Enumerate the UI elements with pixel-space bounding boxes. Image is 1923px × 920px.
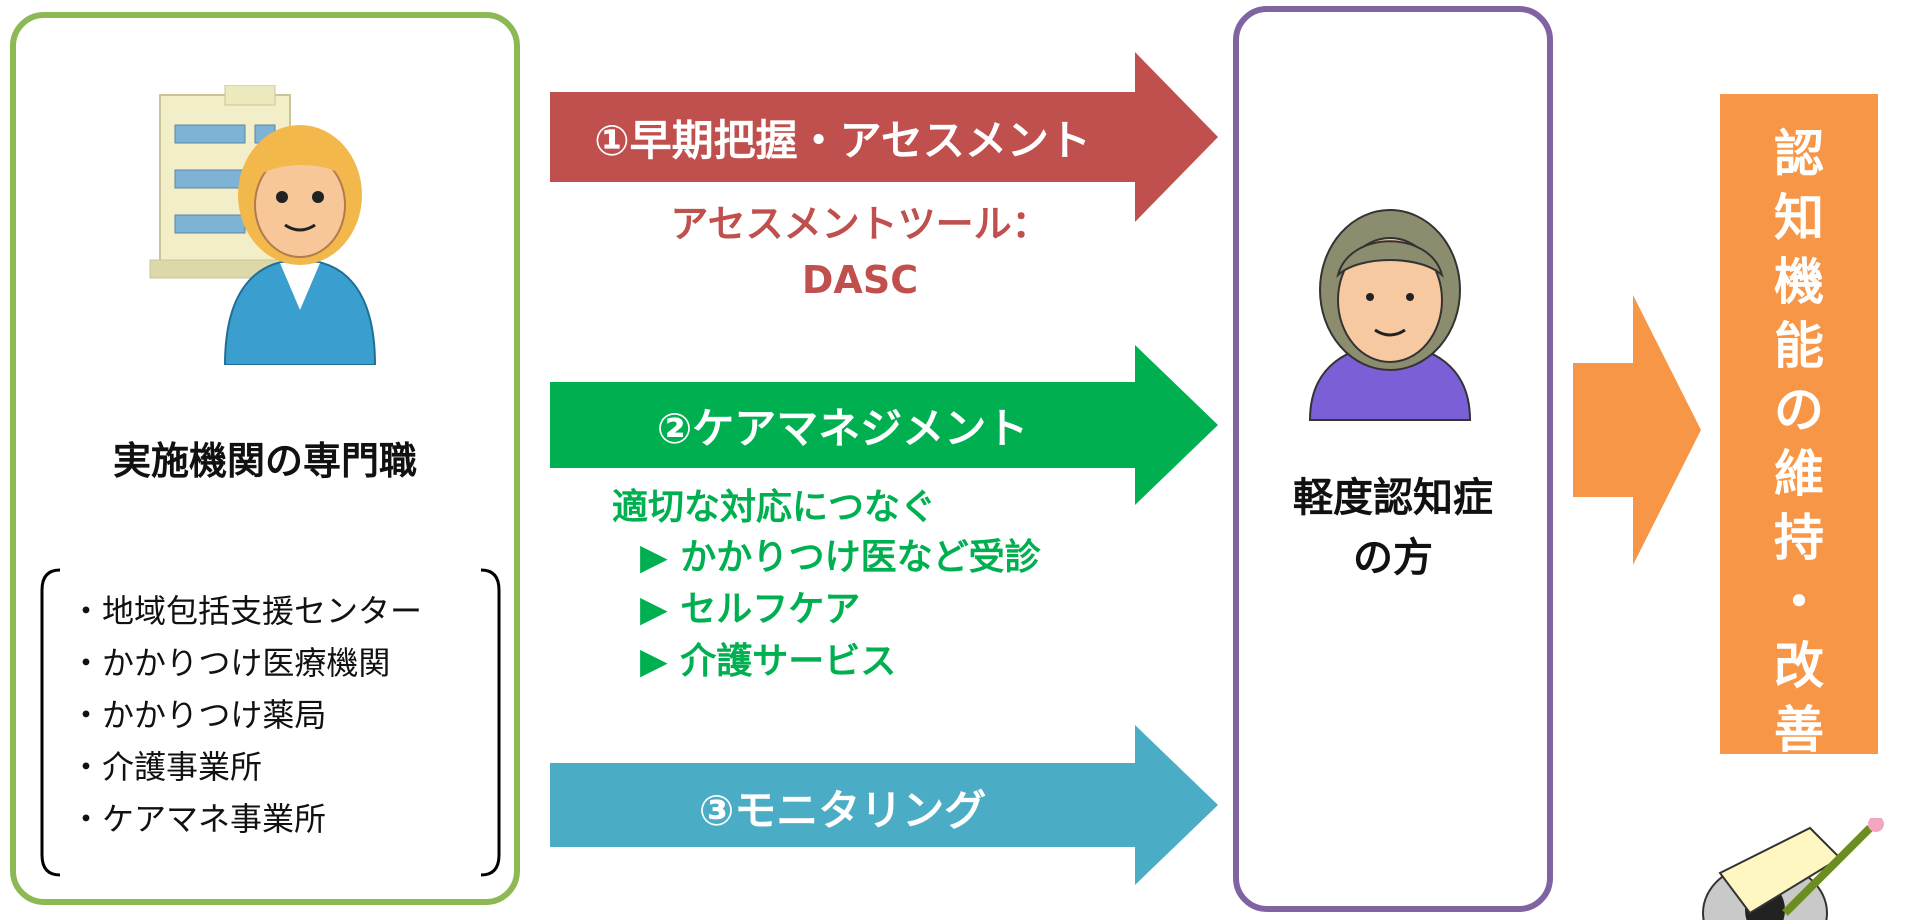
professional-title: 実施機関の専門職 [112, 439, 417, 483]
list-item: ・ケアマネ事業所 [70, 800, 327, 838]
patient-label-line1: 軽度認知症 [1293, 475, 1493, 521]
assessment-tool-line2: DASC [801, 258, 919, 302]
result-char: 維 [1774, 445, 1824, 503]
assessment-tool-text: アセスメントツール： DASC [560, 196, 1160, 308]
result-char: 改 [1774, 637, 1824, 695]
result-char: 能 [1774, 317, 1824, 375]
koala-mascot-icon [1702, 818, 1884, 920]
assessment-arrow-label: ①早期把握・アセスメント [594, 116, 1091, 165]
result-char: 持 [1774, 509, 1824, 567]
care-detail-heading: 適切な対応につなぐ [612, 487, 937, 528]
list-item: ・かかりつけ医療機関 [70, 644, 391, 682]
result-box: 認 知 機 能 の 維 持 ・ 改 善 [1720, 94, 1878, 759]
care-detail-item: ▶ 介護サービス [640, 641, 897, 682]
elderly-person-icon [1308, 209, 1472, 421]
patient-panel [1233, 6, 1553, 912]
assessment-tool-line1: アセスメントツール： [670, 202, 1050, 246]
care-management-arrow [550, 345, 1218, 505]
care-detail-list: ▶ かかりつけ医など受診 ▶ セルフケア ▶ 介護サービス [640, 532, 1041, 688]
care-management-arrow-label: ②ケアマネジメント [656, 404, 1029, 453]
institution-list: ・地域包括支援センター ・かかりつけ医療機関 ・かかりつけ薬局 ・介護事業所 ・… [70, 585, 490, 845]
list-bracket [40, 568, 501, 877]
list-item: ・介護事業所 [70, 748, 263, 786]
monitoring-arrow-label: ③モニタリング [698, 786, 987, 835]
list-item: ・地域包括支援センター [70, 592, 423, 630]
staff-person-icon [223, 125, 377, 365]
care-detail-item: ▶ かかりつけ医など受診 [640, 537, 1041, 578]
care-detail-item: ▶ セルフケア [640, 589, 861, 630]
result-char: ・ [1774, 573, 1824, 631]
assessment-arrow [550, 52, 1218, 222]
list-item: ・かかりつけ薬局 [70, 696, 327, 734]
patient-label: 軽度認知症 の方 [1233, 468, 1553, 588]
result-char: の [1774, 381, 1824, 439]
result-text: 認 知 機 能 の 維 持 ・ 改 善 [1720, 94, 1878, 762]
monitoring-arrow [550, 725, 1218, 885]
result-char: 知 [1774, 189, 1824, 247]
result-char: 認 [1774, 125, 1824, 183]
result-char: 機 [1774, 253, 1824, 311]
professional-illustration [149, 85, 377, 365]
patient-label-line2: の方 [1353, 535, 1433, 581]
result-arrow [1573, 295, 1701, 565]
result-char: 善 [1774, 701, 1824, 759]
